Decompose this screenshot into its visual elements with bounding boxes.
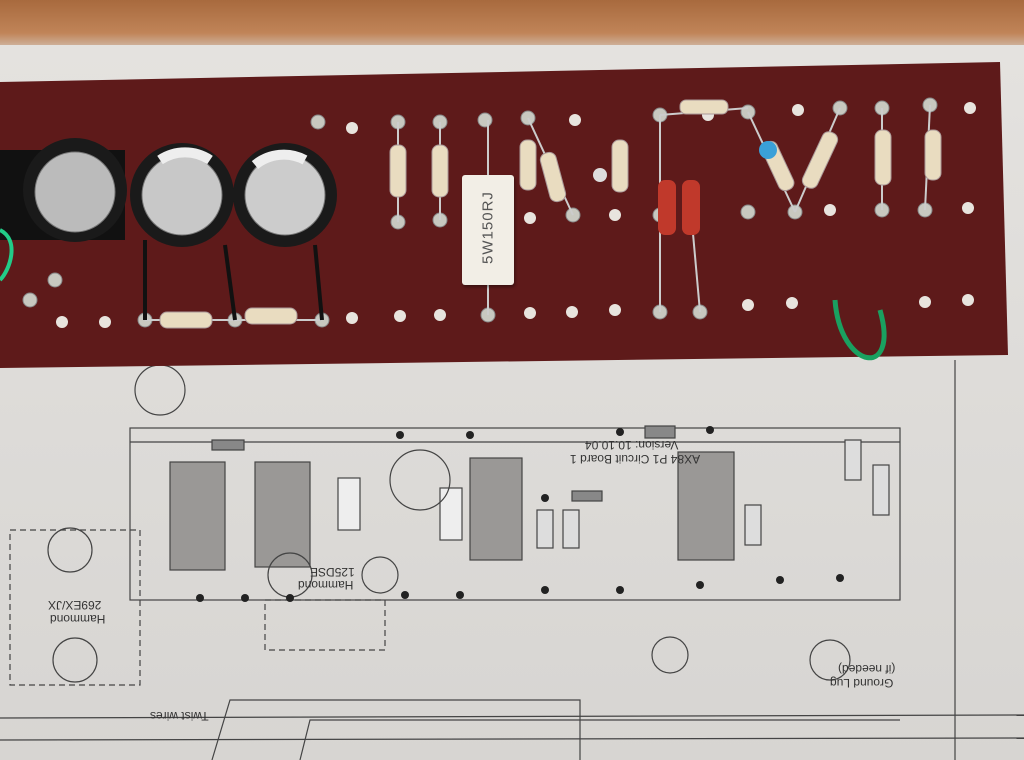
- layout-cap-c4: [677, 451, 735, 561]
- electrolytic-capacitors: [0, 138, 337, 247]
- small-capacitor: [593, 168, 607, 182]
- layout-cap-c3: [469, 457, 523, 561]
- layout-cap: [254, 461, 311, 568]
- layout-cap-c5: [169, 461, 226, 571]
- ground-wire: [832, 299, 887, 361]
- power-resistor-label: 5W150RJ: [479, 191, 497, 264]
- power-resistor: 5W150RJ: [462, 175, 514, 285]
- ceramic-capacitor: [759, 141, 777, 159]
- layout-board-outline: [129, 427, 901, 601]
